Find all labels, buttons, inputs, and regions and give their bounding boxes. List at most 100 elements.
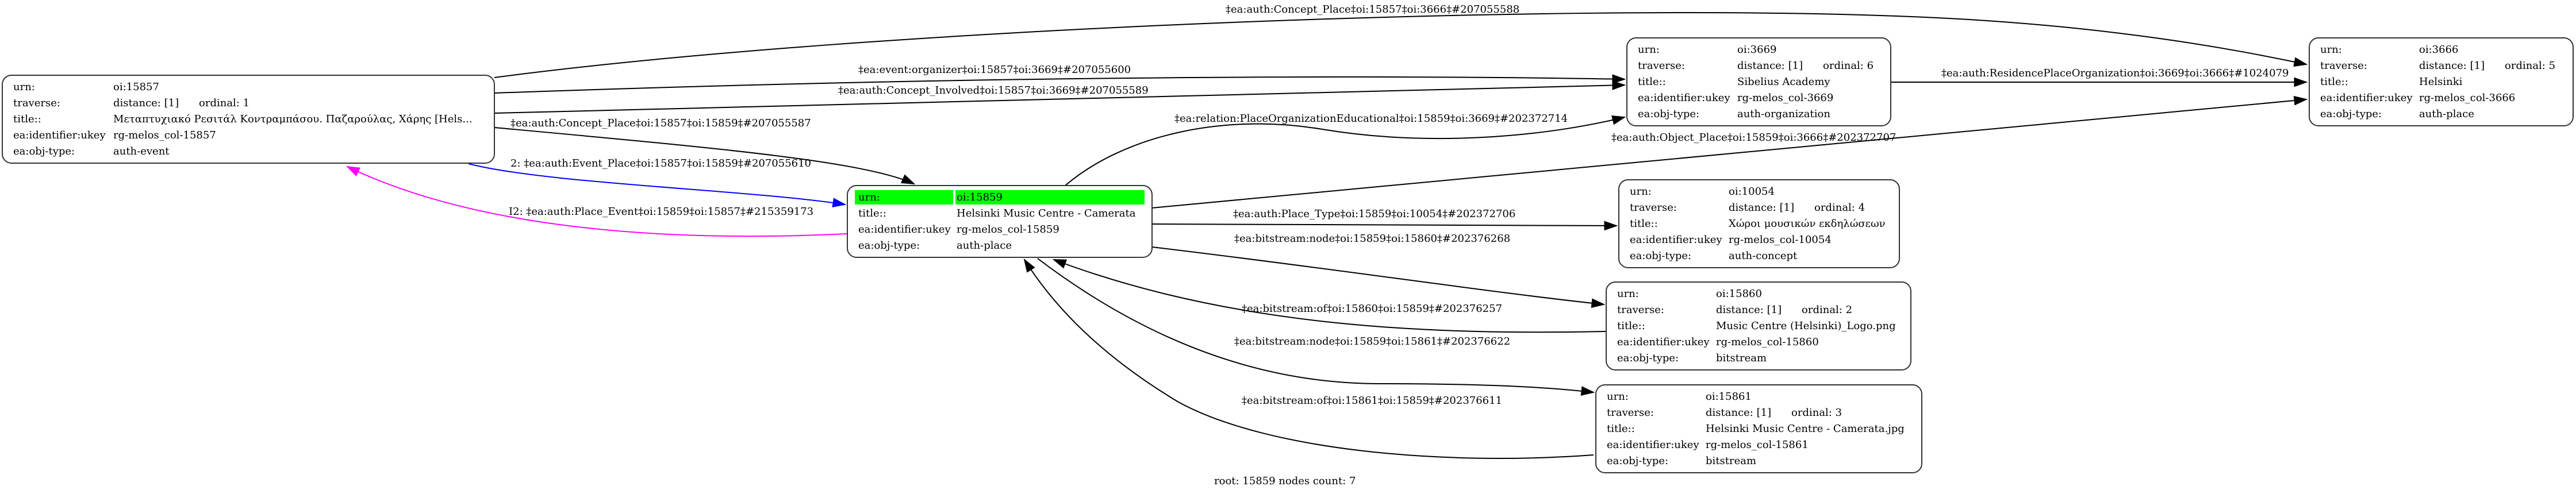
node-field-label: ea:obj-type: xyxy=(13,145,75,157)
node-field-label: ea:identifier:ukey xyxy=(1607,439,1699,451)
node-field-label: traverse: xyxy=(1638,60,1685,72)
node-field-label: ea:identifier:ukey xyxy=(13,129,106,141)
edge-line[interactable] xyxy=(494,127,916,184)
node-field-label: ea:obj-type: xyxy=(1638,108,1699,120)
node-field-value: oi:15857 xyxy=(113,81,159,93)
edge-label: ‡ea:bitstream:of‡oi:15861‡oi:15859‡#2023… xyxy=(1242,395,1502,407)
nodes-layer: urn: oi:15857 traverse: distance: [1] ordina… xyxy=(2,37,2574,473)
node-field-label: ea:identifier:ukey xyxy=(1630,234,1722,246)
node-field-label: ea:obj-type: xyxy=(1617,352,1679,364)
edges-layer: ‡ea:auth:Concept_Place‡oi:15857‡oi:3666‡… xyxy=(345,3,2308,459)
root-highlight-label xyxy=(855,190,953,204)
edge-line[interactable] xyxy=(1037,258,1595,396)
node-box[interactable] xyxy=(2,75,495,164)
edge-label: ‡ea:auth:Place_Type‡oi:15859‡oi:10054‡#2… xyxy=(1233,208,1515,220)
edge-15859-to-15861[interactable]: ‡ea:bitstream:node‡oi:15859‡oi:15861‡#20… xyxy=(1037,258,1595,396)
node-field-value: Sibelius Academy xyxy=(1737,76,1830,88)
node-field-value: distance: [1] xyxy=(1706,407,1771,419)
edge-3669-to-3666[interactable]: ‡ea:auth:ResidencePlaceOrganization‡oi:3… xyxy=(1891,67,2308,87)
node-field-value: auth-event xyxy=(113,145,170,157)
edge-label: ‡ea:bitstream:node‡oi:15859‡oi:15860‡#20… xyxy=(1234,233,1510,245)
node-field-value: Χώροι μουσικών εκδηλώσεων xyxy=(1729,218,1886,230)
node-field-label: traverse: xyxy=(1630,202,1677,214)
node-field-label: ea:obj-type: xyxy=(1630,250,1691,262)
node-field-label: traverse: xyxy=(13,97,60,109)
node-field-value: Music Centre (Helsinki)_Logo.png xyxy=(1716,320,1896,332)
node-field-label: urn: xyxy=(1607,391,1629,403)
node-field-value: auth-place xyxy=(957,240,1012,252)
node-field-label: urn: xyxy=(1638,44,1660,56)
node-field-label: urn: xyxy=(2320,44,2342,56)
edge-line[interactable] xyxy=(468,163,847,208)
edge-15857-to-3666[interactable]: ‡ea:auth:Concept_Place‡oi:15857‡oi:3666‡… xyxy=(494,3,2308,78)
node-field-value: rg-melos_col-10054 xyxy=(1729,234,1832,246)
node-field-value: oi:10054 xyxy=(1729,186,1775,198)
node-field-label: ea:obj-type: xyxy=(858,240,920,252)
edge-label: ‡ea:auth:Concept_Place‡oi:15857‡oi:3666‡… xyxy=(1226,3,1519,16)
edge-15857-to-15859[interactable]: ‡ea:auth:Concept_Place‡oi:15857‡oi:15859… xyxy=(494,117,916,184)
edge-line[interactable] xyxy=(494,74,1626,94)
edge-15861-to-15859[interactable]: ‡ea:bitstream:of‡oi:15861‡oi:15859‡#2023… xyxy=(1023,258,1594,459)
edge-line[interactable] xyxy=(1023,258,1594,459)
edge-line[interactable] xyxy=(1151,246,1606,308)
node-field-label: ea:identifier:ukey xyxy=(1617,336,1710,348)
edge-line[interactable] xyxy=(345,165,847,237)
edge-15857-to-3669[interactable]: ‡ea:auth:Concept_Involved‡oi:15857‡oi:36… xyxy=(494,80,1626,114)
node-field-ordinal: ordinal: 4 xyxy=(1814,202,1865,214)
node-field-ordinal: ordinal: 2 xyxy=(1802,304,1852,316)
node-field-value: bitstream xyxy=(1716,352,1767,364)
node-field-ordinal: ordinal: 1 xyxy=(199,97,249,109)
node-field-value: Helsinki Music Centre - Camerata xyxy=(957,207,1136,219)
node-box[interactable] xyxy=(1618,179,1900,268)
node-box[interactable] xyxy=(2309,37,2574,126)
node-box[interactable] xyxy=(1606,281,1911,370)
node-field-value: auth-place xyxy=(2419,108,2474,120)
edge-15859-to-10054[interactable]: ‡ea:auth:Place_Type‡oi:15859‡oi:10054‡#2… xyxy=(1151,208,1618,231)
node-field-value: Helsinki xyxy=(2419,76,2463,88)
node-field-label: ea:obj-type: xyxy=(2320,108,2382,120)
node-field-label: title:: xyxy=(1617,320,1645,332)
node-field-value: oi:15859 xyxy=(957,191,1003,203)
edge-label: ‡ea:bitstream:node‡oi:15859‡oi:15861‡#20… xyxy=(1234,335,1510,348)
edge-15857-to-15859[interactable]: 2: ‡ea:auth:Event_Place‡oi:15857‡oi:1585… xyxy=(468,157,847,208)
edge-label: ‡ea:auth:Concept_Involved‡oi:15857‡oi:36… xyxy=(838,84,1149,97)
node-field-label: urn: xyxy=(1617,288,1639,300)
node-field-value: oi:15860 xyxy=(1716,288,1762,300)
edge-15859-to-15857[interactable]: I2: ‡ea:auth:Place_Event‡oi:15859‡oi:158… xyxy=(345,165,847,237)
node-field-value: distance: [1] xyxy=(113,97,179,109)
node-field-value: distance: [1] xyxy=(1729,202,1794,214)
edge-label: I2: ‡ea:auth:Place_Event‡oi:15859‡oi:158… xyxy=(509,206,813,218)
node-field-value: oi:3669 xyxy=(1737,44,1776,56)
node-field-value: auth-concept xyxy=(1729,250,1798,262)
node-field-value: oi:15861 xyxy=(1706,391,1752,403)
node-field-label: title:: xyxy=(13,113,41,125)
edge-label: ‡ea:bitstream:of‡oi:15860‡oi:15859‡#2023… xyxy=(1242,303,1502,315)
edge-line[interactable] xyxy=(494,12,2308,78)
edge-label: 2: ‡ea:auth:Event_Place‡oi:15857‡oi:1585… xyxy=(510,157,811,169)
node-box[interactable] xyxy=(1626,37,1891,126)
node-field-value: rg-melos_col-15860 xyxy=(1716,336,1819,348)
node-field-label: title:: xyxy=(1607,423,1635,435)
node-field-label: ea:identifier:ukey xyxy=(858,223,951,236)
edge-label: ‡ea:auth:Object_Place‡oi:15859‡oi:3666‡#… xyxy=(1611,132,1896,144)
node-field-label: title:: xyxy=(1630,218,1658,230)
edge-15857-to-3669[interactable]: ‡ea:event:organizer‡oi:15857‡oi:3669‡#20… xyxy=(494,64,1626,94)
edge-line[interactable] xyxy=(1151,221,1618,231)
node-field-value: distance: [1] xyxy=(2419,60,2485,72)
edge-15860-to-15859[interactable]: ‡ea:bitstream:of‡oi:15860‡oi:15859‡#2023… xyxy=(1052,259,1607,333)
edge-label: ‡ea:auth:ResidencePlaceOrganization‡oi:3… xyxy=(1941,67,2289,79)
edge-15859-to-15860[interactable]: ‡ea:bitstream:node‡oi:15859‡oi:15860‡#20… xyxy=(1151,233,1606,308)
node-box[interactable] xyxy=(1595,384,1922,473)
edge-line[interactable] xyxy=(1065,115,1626,186)
edge-15859-to-3669[interactable]: ‡ea:relation:PlaceOrganizationEducationa… xyxy=(1065,113,1626,186)
edge-line[interactable] xyxy=(1052,259,1607,333)
node-field-ordinal: ordinal: 3 xyxy=(1791,407,1842,419)
